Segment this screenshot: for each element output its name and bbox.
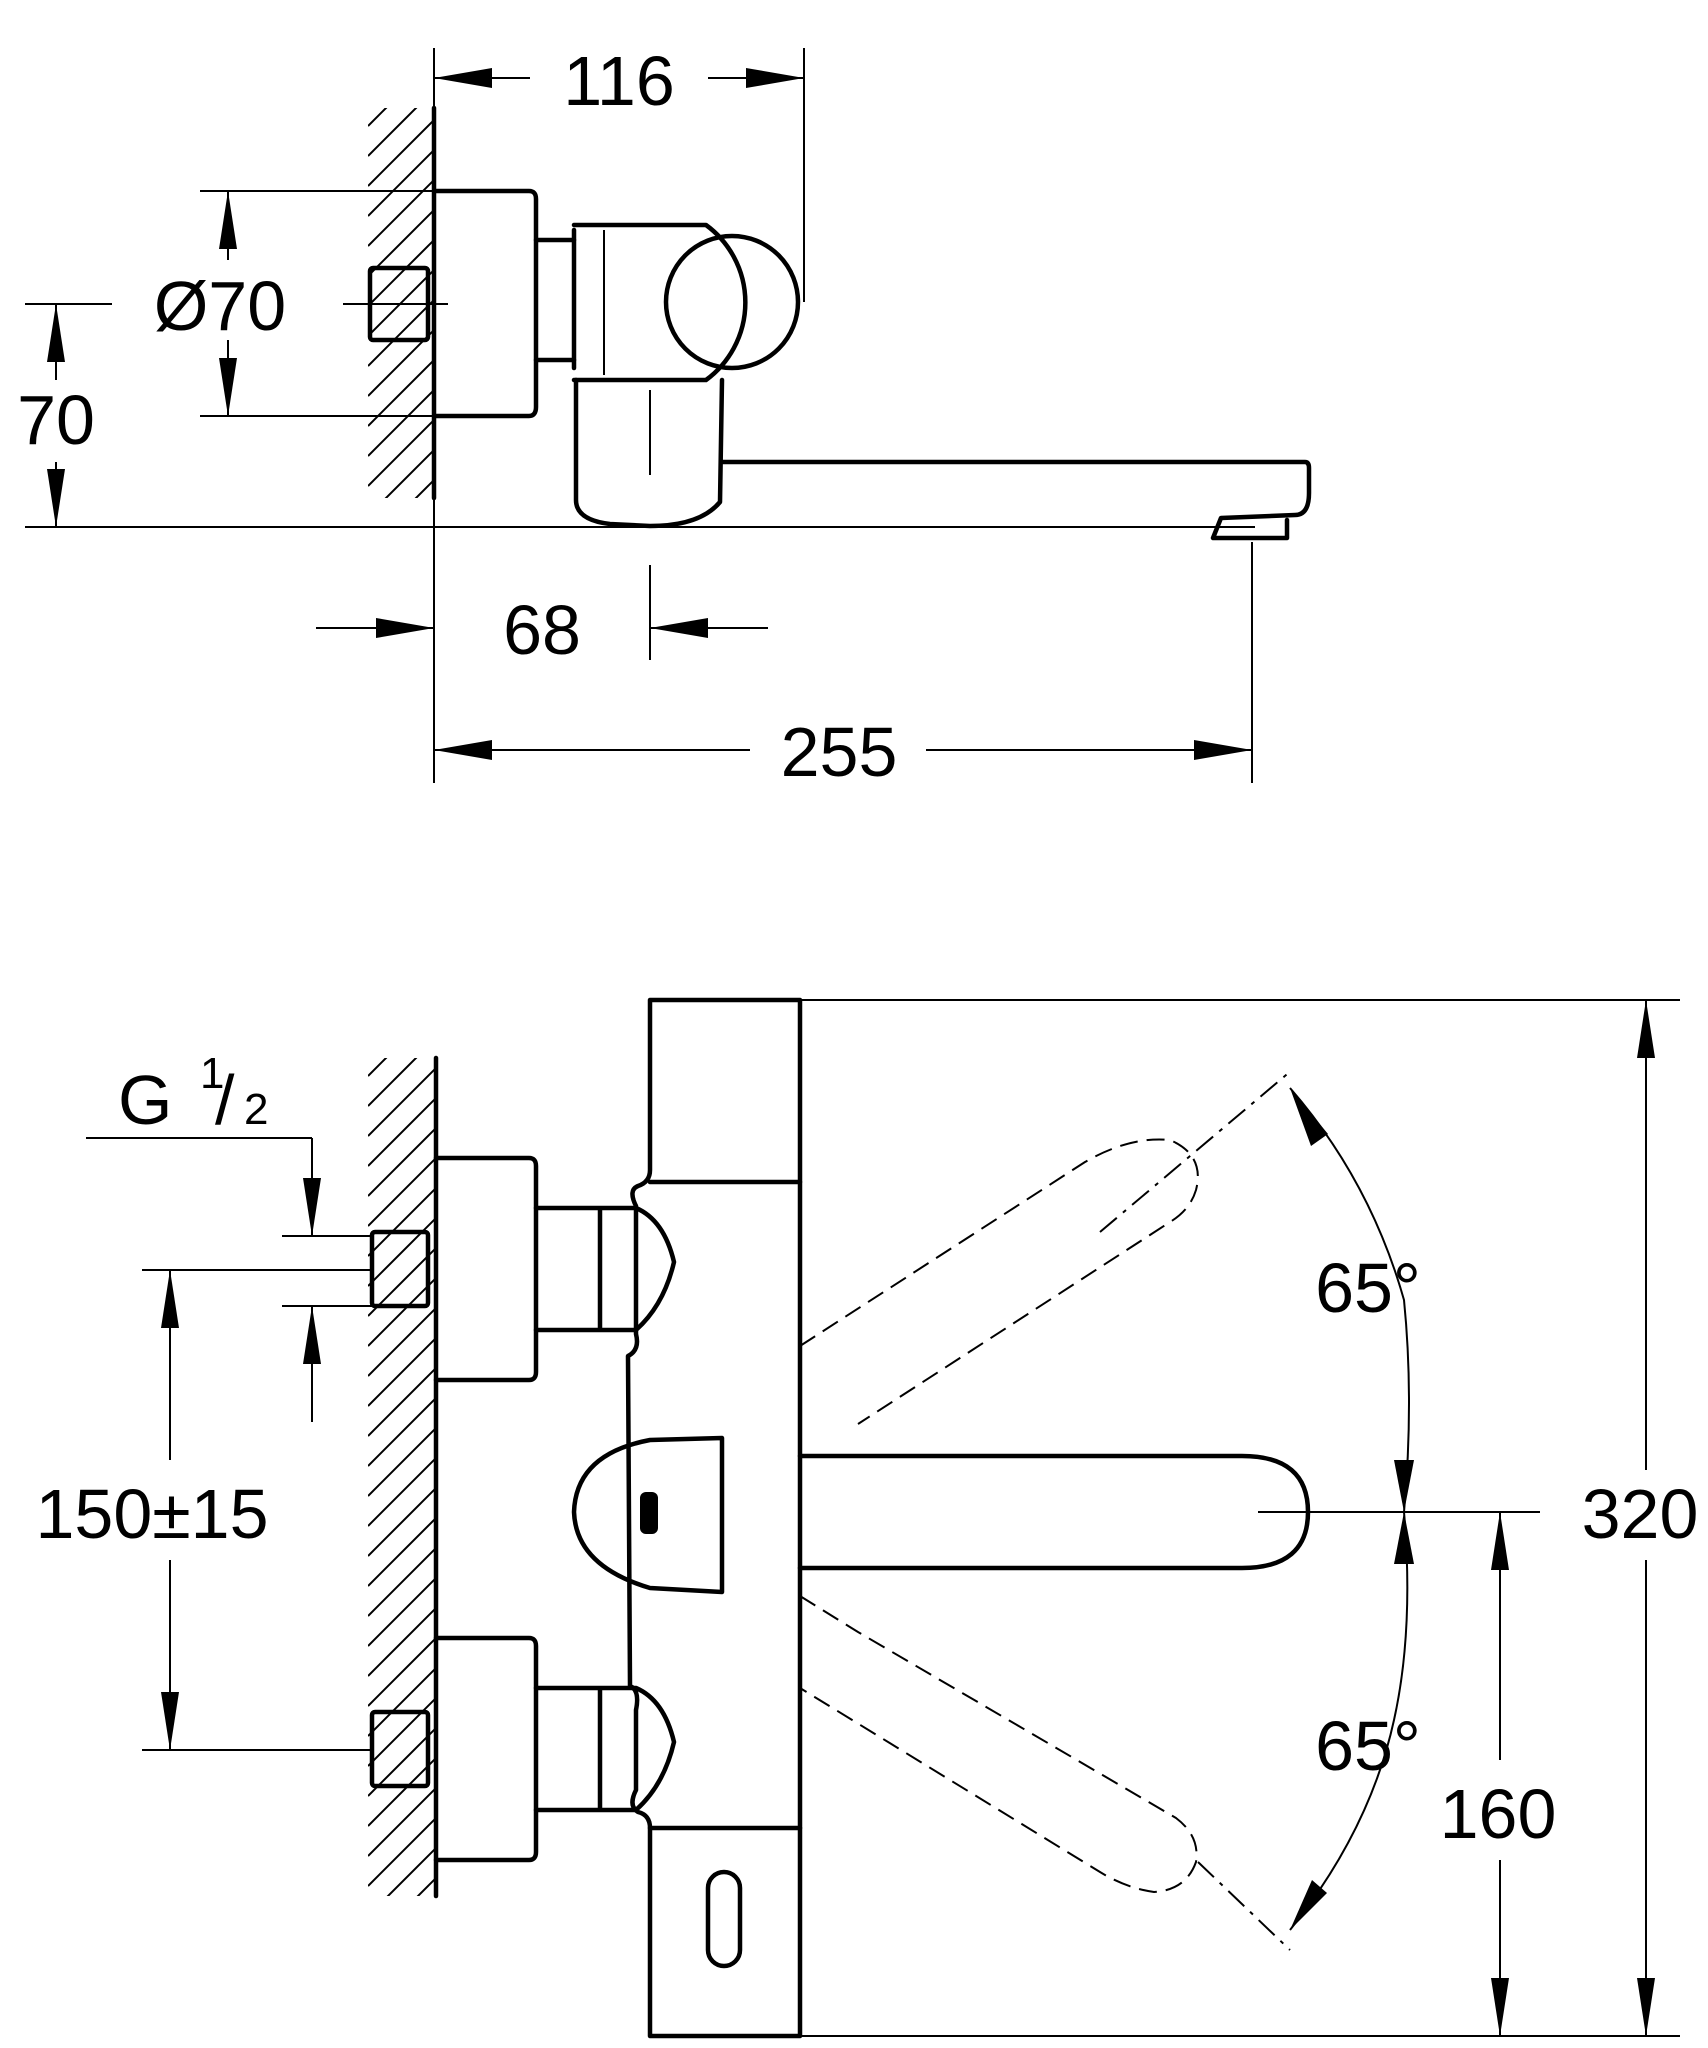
wall-top — [368, 105, 437, 501]
valve-body-top — [533, 222, 801, 383]
thermostat-body — [625, 997, 803, 2039]
swivel-range-upper — [799, 1138, 1199, 1425]
wall-front — [368, 1055, 439, 1899]
spout-front — [797, 1453, 1311, 1571]
rosette-lower — [433, 1635, 539, 1863]
thread-slash: / — [215, 1061, 235, 1139]
dim-255-label: 255 — [781, 713, 898, 791]
dim-320-label: 320 — [1582, 1475, 1699, 1553]
dim-150-label: 150±15 — [35, 1475, 268, 1553]
sensor-slot — [705, 1869, 743, 1969]
connector-nut-lower — [533, 1685, 677, 1813]
swivel-range-lower — [799, 1595, 1198, 1894]
rosette-top — [433, 188, 539, 419]
dim-diameter-label: Ø70 — [154, 267, 286, 345]
dim-160-label: 160 — [1440, 1775, 1557, 1853]
dim-70-label: 70 — [17, 381, 95, 459]
dim-68-label: 68 — [503, 591, 581, 669]
spout-top — [719, 459, 1312, 541]
rosette-upper — [433, 1155, 539, 1383]
knob-indicator — [640, 1492, 658, 1534]
connector-nut-upper — [533, 1205, 677, 1333]
control-knob — [571, 1435, 725, 1595]
thread-g-label: G — [118, 1061, 172, 1139]
top-view: 116 Ø70 70 68 255 — [17, 42, 1312, 791]
angle-lower-label: 65° — [1315, 1707, 1421, 1785]
spout-housing-top — [573, 377, 725, 529]
angle-upper-label: 65° — [1315, 1249, 1421, 1327]
dim-116-label: 116 — [563, 42, 675, 120]
thread-denominator: 2 — [244, 1085, 268, 1134]
thread-numerator: 1 — [200, 1049, 224, 1098]
front-view: 65° 65° 320 160 G 1 / 2 — [35, 997, 1699, 2039]
